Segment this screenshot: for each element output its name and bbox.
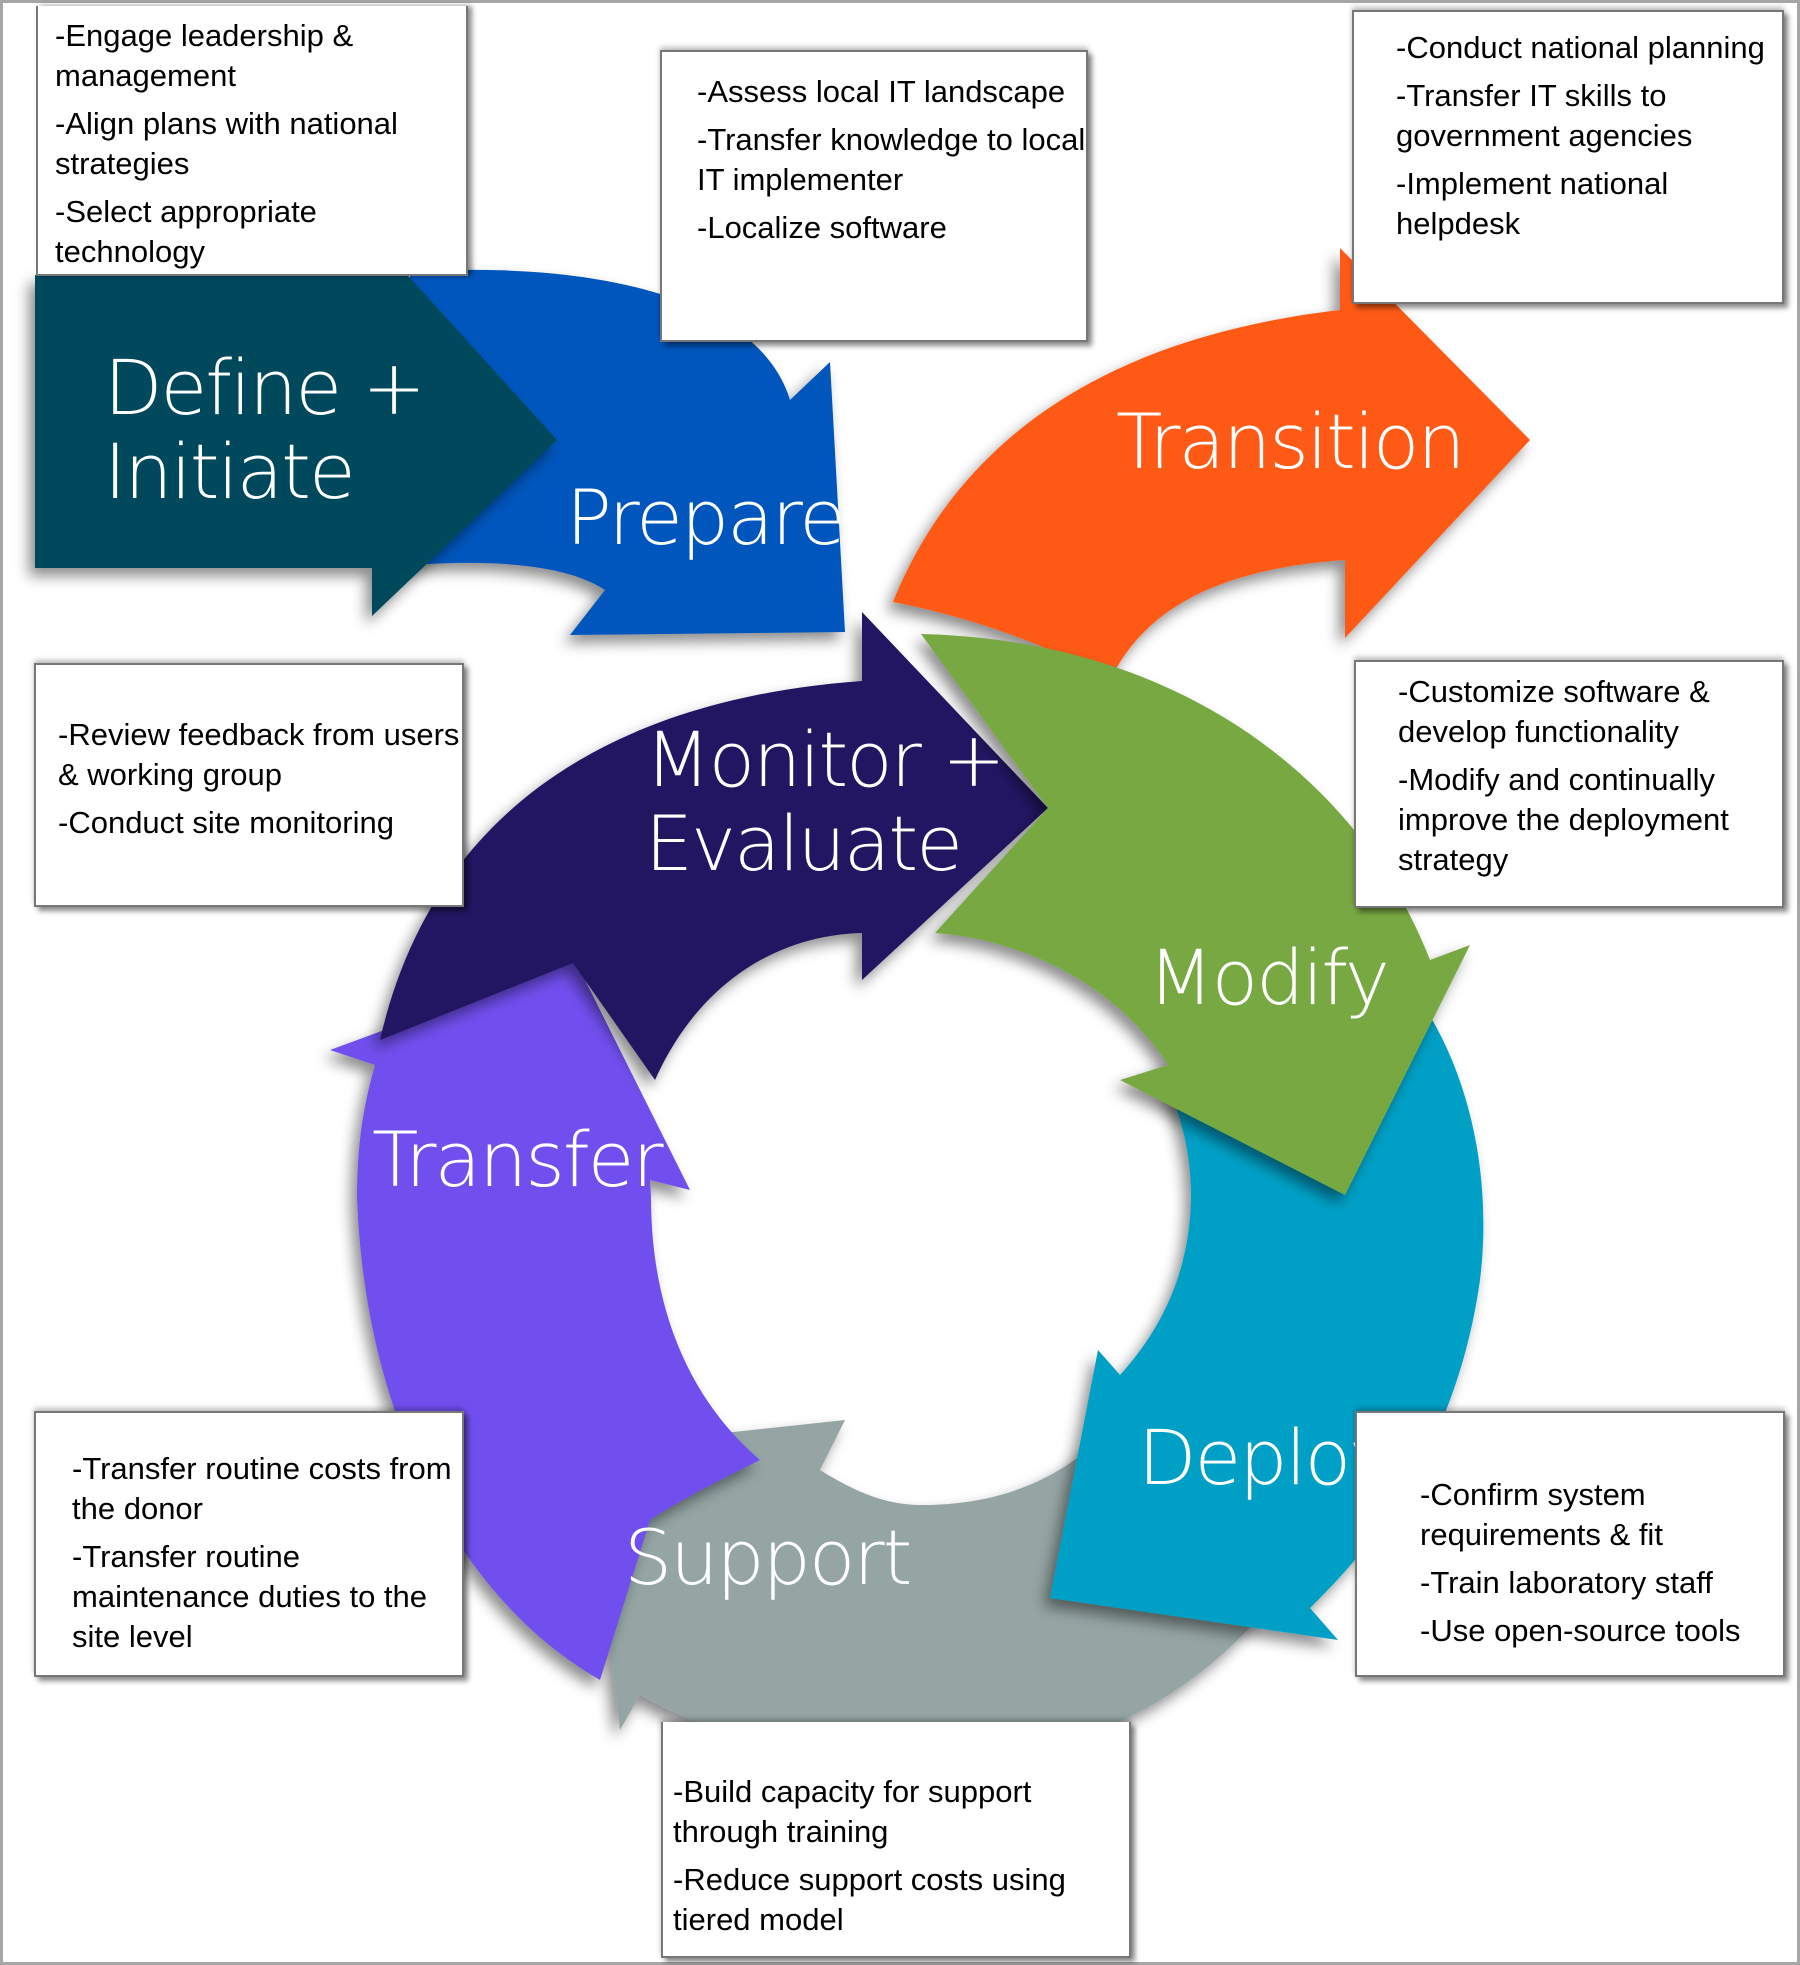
note-box-monitor: -Review feedback from users & working gr… bbox=[34, 663, 464, 907]
note-item: -Localize software bbox=[697, 210, 947, 245]
stage-label-line: Evaluate bbox=[645, 799, 963, 888]
note-item: -Implement national helpdesk bbox=[1396, 166, 1669, 241]
note-box-define: -Engage leadership & management -Align p… bbox=[36, 6, 468, 276]
note-item: -Reduce support costs using tiered model bbox=[673, 1862, 1066, 1937]
note-item: -Select appropriate technology bbox=[55, 194, 317, 269]
note-item: -Transfer knowledge to local IT implemen… bbox=[697, 122, 1086, 197]
note-item: -Assess local IT landscape bbox=[697, 74, 1066, 109]
stage-label-transfer: Transfer bbox=[372, 1115, 664, 1204]
stage-label-define: Define + Initiate bbox=[104, 343, 426, 516]
note-item: -Engage leadership & management bbox=[55, 18, 354, 93]
stage-label-line: Define + bbox=[104, 343, 426, 432]
note-item: -Train laboratory staff bbox=[1420, 1565, 1713, 1600]
arrow-transition bbox=[893, 248, 1530, 680]
note-item: -Transfer IT skills to government agenci… bbox=[1396, 78, 1693, 153]
note-item: -Modify and continually improve the depl… bbox=[1398, 762, 1729, 877]
note-box-transition: -Conduct national planning -Transfer IT … bbox=[1352, 10, 1784, 304]
arrow-prepare bbox=[400, 269, 845, 635]
note-item: -Conduct national planning bbox=[1396, 30, 1765, 65]
note-item: -Align plans with national strategies bbox=[55, 106, 398, 181]
note-box-deploy: -Confirm system requirements & fit -Trai… bbox=[1355, 1411, 1785, 1677]
note-item: -Conduct site monitoring bbox=[58, 805, 394, 840]
note-box-modify: -Customize software & develop functional… bbox=[1354, 660, 1784, 908]
note-item: -Review feedback from users & working gr… bbox=[58, 717, 460, 792]
stage-label-monitor: Monitor + Evaluate bbox=[645, 715, 1006, 888]
note-item: -Transfer routine maintenance duties to … bbox=[72, 1539, 428, 1654]
stage-label-line: Monitor + bbox=[645, 715, 1006, 804]
note-item: -Build capacity for support through trai… bbox=[673, 1774, 1032, 1849]
note-item: -Customize software & develop functional… bbox=[1398, 674, 1710, 749]
note-box-support: -Build capacity for support through trai… bbox=[661, 1722, 1131, 1958]
note-item: -Use open-source tools bbox=[1420, 1613, 1741, 1648]
note-item: -Confirm system requirements & fit bbox=[1420, 1477, 1663, 1552]
arrow-monitor bbox=[380, 612, 1048, 1080]
note-box-prepare: -Assess local IT landscape -Transfer kno… bbox=[660, 50, 1088, 342]
arrow-modify bbox=[921, 634, 1470, 1195]
stage-label-prepare: Prepare bbox=[566, 473, 846, 562]
stage-label-modify: Modify bbox=[1148, 933, 1390, 1022]
arrow-define bbox=[35, 236, 557, 616]
stage-label-transition: Transition bbox=[1116, 397, 1466, 486]
stage-label-deploy: Deploy bbox=[1138, 1413, 1394, 1502]
note-box-transfer: -Transfer routine costs from the donor -… bbox=[34, 1411, 464, 1677]
stage-label-support: Support bbox=[624, 1513, 912, 1602]
note-item: -Transfer routine costs from the donor bbox=[72, 1451, 452, 1526]
stage-label-line: Initiate bbox=[104, 427, 356, 516]
